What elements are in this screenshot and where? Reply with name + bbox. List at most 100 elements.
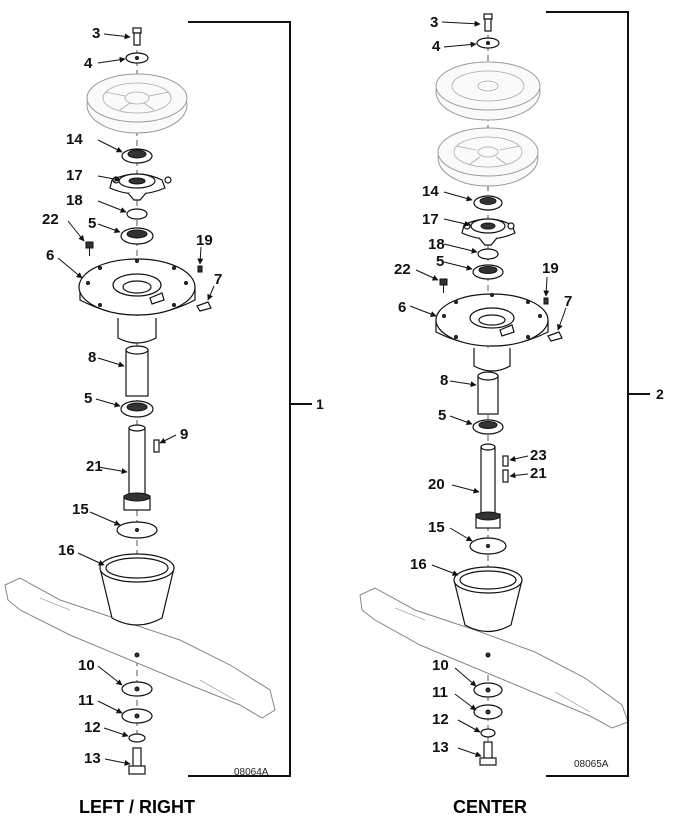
left-part-18-ring [126, 208, 148, 220]
left-callout-6: 6 [46, 247, 54, 264]
center-part-12-lock-washer [480, 728, 496, 738]
left-callout-8: 8 [88, 349, 96, 366]
left-callout-22: 22 [42, 211, 59, 228]
center-callout-17: 17 [422, 211, 439, 228]
left-part-6-spindle-housing [78, 258, 196, 344]
left-callout-16: 16 [58, 542, 75, 559]
left-callout-19: 19 [196, 232, 213, 249]
center-callout-20: 20 [428, 476, 445, 493]
center-part-23-key [502, 455, 509, 467]
left-callout-13: 13 [84, 750, 101, 767]
center-callout-22: 22 [394, 261, 411, 278]
center-assembly-number: 2 [656, 386, 664, 402]
center-part-15-hole [486, 544, 490, 548]
center-part-22-grease-fitting [439, 278, 448, 293]
center-part-3-bolt [483, 13, 493, 32]
left-part-4-hole [135, 56, 139, 60]
left-pulley [86, 73, 188, 134]
center-leader-lines [409, 20, 567, 758]
center-part-19-fitting [543, 297, 549, 305]
left-part-8-spacer [125, 345, 149, 397]
left-callout-14: 14 [66, 131, 83, 148]
left-part-17-housing [109, 173, 172, 201]
left-assembly-bracket [188, 21, 291, 777]
left-callout-18: 18 [66, 192, 83, 209]
left-callout-7: 7 [214, 271, 222, 288]
center-callout-5-top: 5 [436, 253, 444, 270]
left-part-13-bolt [128, 747, 146, 775]
left-callout-3: 3 [92, 25, 100, 42]
center-part-20-spindle-shaft [475, 443, 501, 529]
left-part-14-bearing [121, 148, 153, 164]
center-pulley-lower [437, 127, 539, 187]
left-part-5-bearing-top [120, 227, 154, 245]
center-part-18-ring [477, 248, 499, 260]
left-part-19-fitting [197, 265, 203, 273]
left-part-9-spindle-shaft [123, 424, 151, 511]
center-callout-6: 6 [398, 299, 406, 316]
left-part-10-hole [134, 686, 140, 692]
left-callout-10: 10 [78, 657, 95, 674]
center-callout-18: 18 [428, 236, 445, 253]
left-callout-9: 21 [86, 458, 103, 475]
center-callout-23: 23 [530, 447, 547, 464]
center-callout-19: 19 [542, 260, 559, 277]
center-part-6-spindle-housing [435, 293, 549, 372]
center-callout-14: 14 [422, 183, 439, 200]
center-callout-16: 16 [410, 556, 427, 573]
center-part-7-pin [547, 331, 563, 342]
center-callout-4: 4 [432, 38, 441, 55]
center-callout-8: 8 [440, 372, 448, 389]
left-stud [134, 652, 140, 658]
left-part-22-grease-fitting [85, 241, 94, 256]
left-assembly-number: 1 [316, 396, 324, 412]
left-part-16-blade-hub [99, 553, 175, 626]
left-figure-code: 08064A [234, 767, 269, 778]
center-part-10-hole [485, 687, 491, 693]
center-assembly: 3 4 14 17 18 22 5 19 6 7 8 5 23 21 20 15… [359, 11, 664, 817]
center-blade-detail [394, 607, 591, 713]
center-callout-10: 10 [432, 657, 449, 674]
left-blade-detail [39, 597, 236, 701]
center-part-14-bearing [473, 195, 503, 211]
center-callout-5-bottom: 5 [438, 407, 446, 424]
center-callout-7: 7 [564, 293, 572, 310]
center-callout-11: 11 [432, 684, 448, 701]
center-part-5-bearing-top [472, 264, 504, 280]
left-part-15-hole [135, 528, 139, 532]
left-callout-12: 12 [84, 719, 101, 736]
center-callout-15: 15 [428, 519, 445, 536]
left-right-title: LEFT / RIGHT [79, 797, 195, 817]
left-part-12-lock-washer [128, 733, 146, 743]
center-callout-13: 13 [432, 739, 449, 756]
center-stud [485, 652, 491, 658]
left-callout-11: 11 [78, 692, 94, 709]
left-blade [4, 577, 276, 719]
center-part-4-hole [486, 41, 490, 45]
center-part-17-housing [461, 218, 516, 246]
left-part-5-bearing-bottom [120, 400, 154, 418]
center-pulley-upper [435, 61, 541, 121]
left-part-11-hole [134, 713, 140, 719]
center-part-5-bearing-bottom [472, 419, 504, 435]
center-part-13-bolt [479, 741, 497, 766]
left-callout-5-top: 5 [88, 215, 96, 232]
center-callout-3: 3 [430, 14, 438, 31]
left-part-21-key [153, 439, 160, 453]
center-assembly-bracket [546, 11, 629, 777]
left-right-assembly: 3 4 14 17 18 22 5 6 19 7 8 5 9 21 15 16 … [4, 21, 324, 817]
center-part-16-blade-hub [453, 566, 523, 633]
center-part-11-hole [485, 709, 491, 715]
center-blade [359, 587, 629, 729]
left-callout-21: 9 [180, 426, 188, 443]
left-callout-5-bottom: 5 [84, 390, 92, 407]
left-callout-15: 15 [72, 501, 89, 518]
center-title: CENTER [453, 797, 527, 817]
left-callout-17: 17 [66, 167, 83, 184]
center-figure-code: 08065A [574, 759, 609, 770]
left-part-7-pin [196, 301, 212, 312]
left-part-3-bolt [132, 27, 142, 46]
center-callout-21: 21 [530, 465, 547, 482]
center-part-21-key [502, 469, 509, 483]
